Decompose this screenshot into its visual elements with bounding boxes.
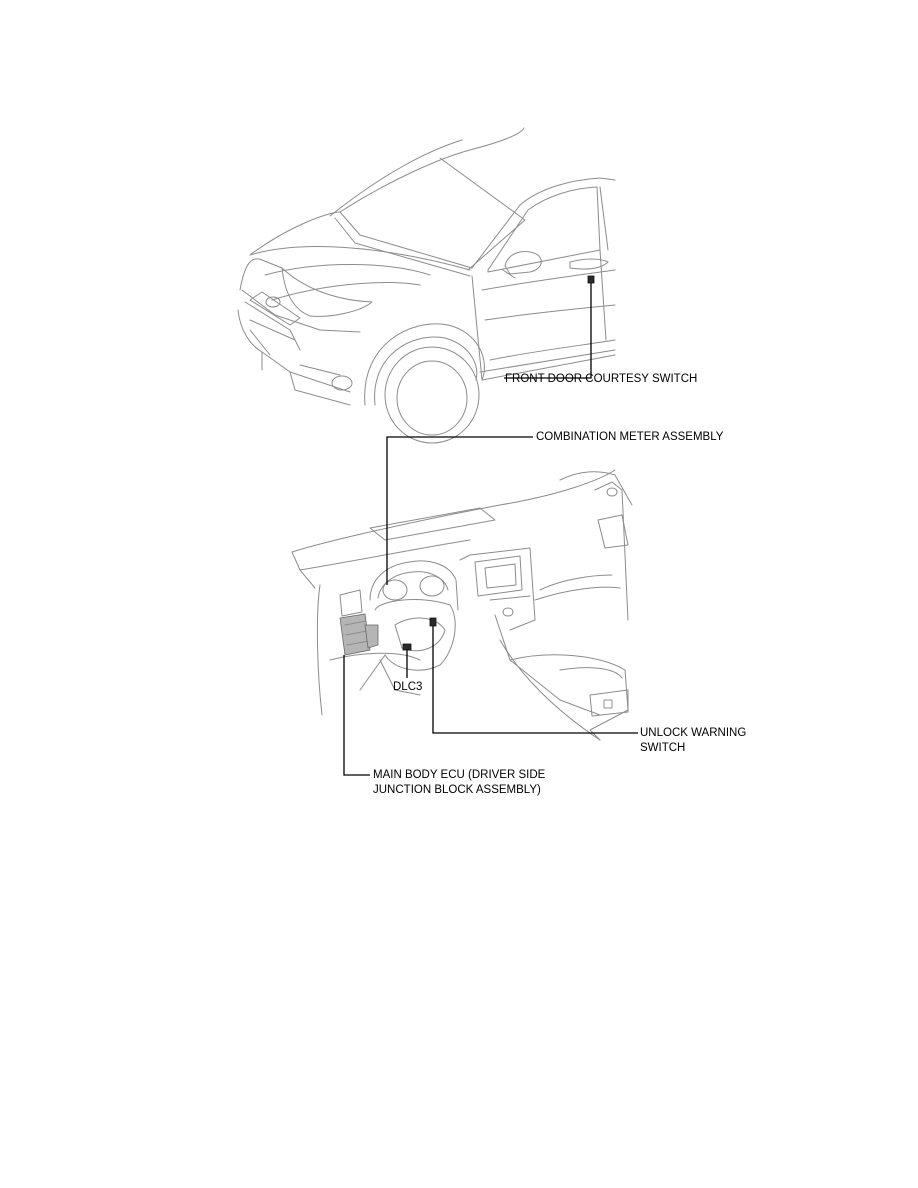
label-combination-meter-assembly: COMBINATION METER ASSEMBLY (536, 431, 724, 443)
callout-leader-lines (343, 283, 638, 776)
front-door-courtesy-switch-icon (587, 275, 595, 284)
unlock-warning-switch-icon (429, 617, 437, 627)
leader-combination-meter (386, 436, 533, 585)
label-unlock-warning-switch-line1: UNLOCK WARNING (640, 727, 747, 739)
leader-main-body-ecu (343, 655, 370, 776)
label-dlc3: DLC3 (393, 681, 423, 693)
label-main-body-ecu-line2: JUNCTION BLOCK ASSEMBLY) (373, 784, 541, 796)
dlc3-connector-icon (402, 643, 412, 651)
instrument-panel-illustration (291, 469, 633, 741)
label-main-body-ecu-line1: MAIN BODY ECU (DRIVER SIDE (373, 769, 546, 781)
leader-unlock-warning-switch (432, 626, 638, 734)
vehicle-exterior-illustration (237, 127, 616, 444)
main-body-ecu-block (339, 613, 379, 656)
leader-front-door-courtesy-switch (504, 283, 592, 379)
label-unlock-warning-switch-line2: SWITCH (640, 742, 686, 754)
label-front-door-courtesy-switch: FRONT DOOR COURTESY SWITCH (505, 373, 698, 385)
